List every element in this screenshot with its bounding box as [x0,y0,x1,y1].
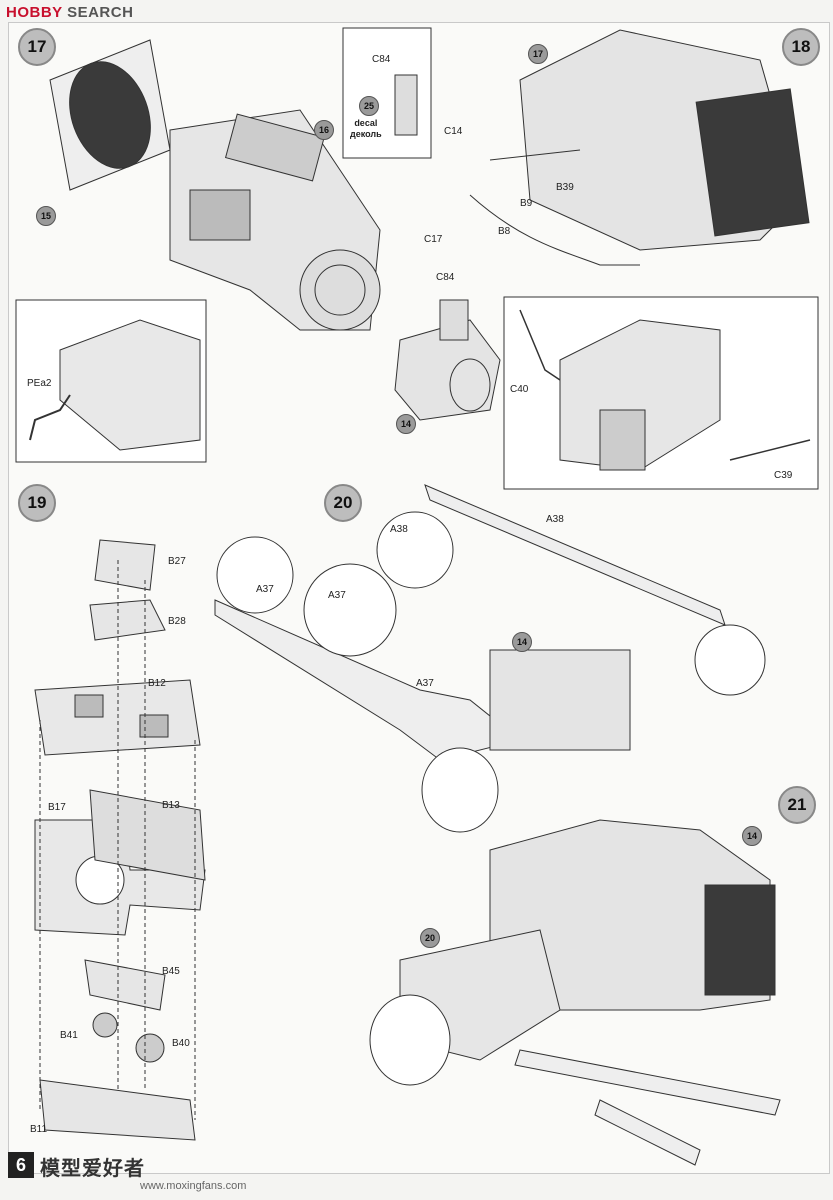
radiator-drawing [49,39,171,191]
step19-parts [34,539,206,1141]
label-b8: B8 [498,226,511,237]
ref-14-step20: 14 [512,632,532,652]
label-c84: C84 [436,272,455,283]
label-b13: B13 [162,800,180,811]
label-b41: B41 [60,1030,78,1041]
step-17-badge: 17 [18,28,56,66]
label-a38: A38 [546,514,564,525]
a38-detail-circle [376,511,454,589]
label-b39: B39 [556,182,574,193]
decal-en: decal [354,118,378,128]
engine-step18-drawing [469,29,810,266]
page-number: 6 [8,1152,34,1178]
label-c39: C39 [774,470,793,481]
ref-14-step17: 14 [396,414,416,434]
label-b40: B40 [172,1038,190,1049]
label-a38-inset: A38 [390,524,408,535]
a37-detail-circle-1 [216,536,294,614]
label-pea2: PEa2 [27,378,52,389]
label-c14: C14 [444,126,463,137]
ref-15: 15 [36,206,56,226]
label-c17: C17 [424,234,443,245]
ref-16: 16 [314,120,334,140]
step-18-badge: 18 [782,28,820,66]
label-c40: C40 [510,384,529,395]
label-b11: B11 [30,1124,48,1135]
ref-14-step21: 14 [742,826,762,846]
decal-ru: деколь [350,129,382,139]
ref-25: 25 [359,96,379,116]
label-a37: A37 [416,678,434,689]
logo-brand: HOBBY [6,4,63,21]
chassis-frame-drawing [214,484,766,833]
step-20-badge: 20 [324,484,362,522]
label-a37-inset-2: A37 [328,590,346,601]
watermark-text: 模型爱好者 [40,1158,145,1180]
label-b9: B9 [520,198,533,209]
step-19-badge: 19 [18,484,56,522]
label-b12: B12 [148,678,166,689]
label-b17: B17 [48,802,66,813]
ref-20: 20 [420,928,440,948]
watermark-url: www.moxingfans.com [140,1180,247,1192]
ref-17: 17 [528,44,548,64]
a37-detail-circle-2 [303,563,397,657]
decal-label: decal деколь [350,118,382,140]
label-c84-inset: C84 [372,54,391,65]
logo-suffix: SEARCH [67,4,134,21]
step-21-badge: 21 [778,786,816,824]
gearbox-drawing [394,299,501,421]
hobbysearch-logo: HOBBY SEARCH [6,4,133,21]
step21-assembly-drawing [369,819,781,1166]
engine-drawing [169,109,381,331]
label-b28: B28 [168,616,186,627]
label-a37-inset-1: A37 [256,584,274,595]
label-b45: B45 [162,966,180,977]
label-b27: B27 [168,556,186,567]
